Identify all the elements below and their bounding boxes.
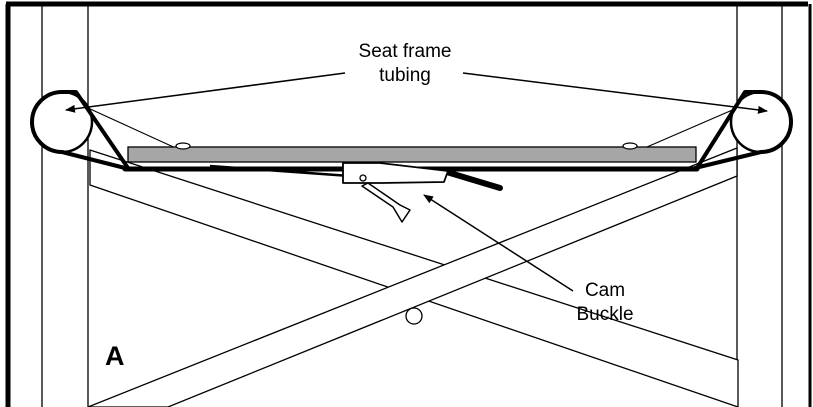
callout-arrows [65, 72, 768, 292]
x-brace [87, 147, 739, 407]
seat-bolts [175, 142, 638, 150]
cam-buckle [209, 162, 503, 223]
seat-frame-label-line1: Seat frame [358, 41, 452, 62]
frame-thin-diagonals [87, 107, 738, 151]
arrow-to-left-tube [65, 72, 346, 113]
seat-frame-tubing-label: Seat frame tubing [330, 40, 480, 88]
panel-letter: A [105, 341, 125, 371]
seat-frame-tubes [30, 90, 793, 154]
arrow-to-cam-buckle [423, 194, 574, 292]
seat-frame-label-line2: tubing [379, 64, 431, 86]
cam-buckle-label: Cam Buckle [565, 279, 645, 327]
arrow-to-right-tube [462, 72, 768, 114]
x-brace-pivot [405, 307, 423, 325]
seat-board [127, 146, 697, 163]
cam-buckle-label-line2: Buckle [576, 303, 634, 325]
cam-buckle-label-line1: Cam [584, 280, 626, 301]
frame-uprights [41, 4, 783, 407]
outer-frame [5, 1, 812, 407]
